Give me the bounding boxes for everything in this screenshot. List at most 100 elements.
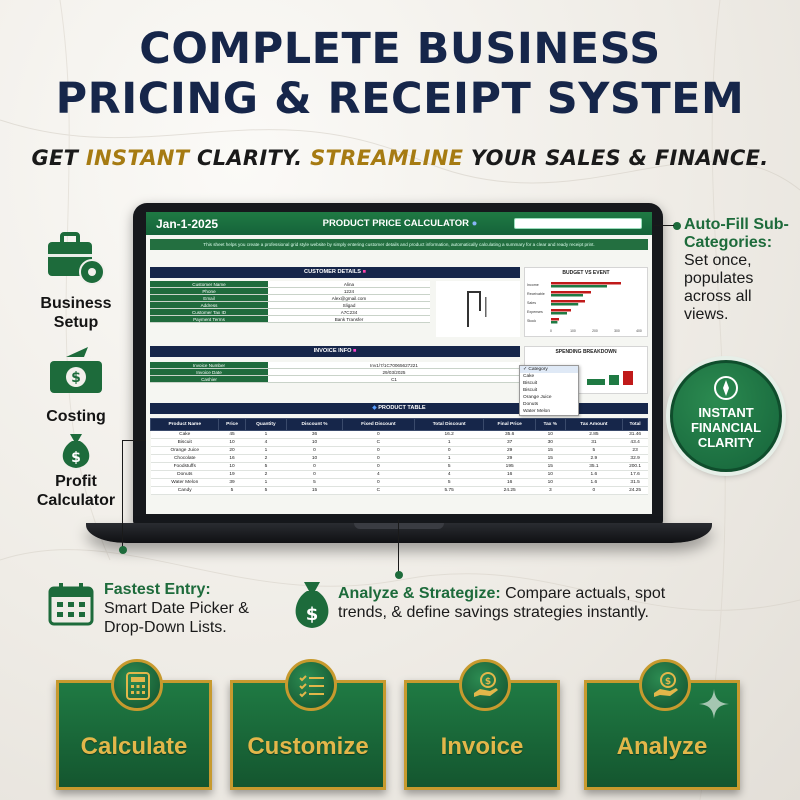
table-cell[interactable]: 15: [535, 446, 566, 455]
tile-calculate[interactable]: Calculate: [56, 659, 212, 790]
table-cell[interactable]: 10: [535, 430, 566, 439]
table-cell[interactable]: 31: [565, 438, 623, 447]
tile-customize[interactable]: Customize: [230, 659, 386, 790]
field-value[interactable]: Bank Transfer: [268, 316, 430, 322]
table-cell[interactable]: 17.6: [622, 470, 648, 479]
table-cell[interactable]: 15: [286, 486, 343, 495]
field-value[interactable]: C1: [268, 376, 520, 382]
table-cell[interactable]: 10: [286, 438, 343, 447]
dropdown-option[interactable]: Water Melon: [523, 409, 551, 414]
field-value[interactable]: Sligad: [268, 302, 430, 308]
dropdown-option[interactable]: Biscuit: [523, 381, 538, 386]
table-cell[interactable]: 1: [414, 454, 484, 463]
table-cell[interactable]: 1: [245, 478, 287, 487]
table-cell[interactable]: 35.1: [565, 462, 623, 471]
table-cell[interactable]: 10: [218, 438, 246, 447]
field-value[interactable]: Alina: [268, 281, 430, 287]
table-cell[interactable]: 16.2: [414, 430, 484, 439]
table-cell[interactable]: 20: [218, 446, 246, 455]
table-cell[interactable]: 0: [342, 454, 415, 463]
category-search-box[interactable]: [514, 218, 642, 229]
table-cell[interactable]: 195: [483, 462, 536, 471]
table-cell[interactable]: 16: [218, 454, 246, 463]
table-cell[interactable]: 0: [286, 446, 343, 455]
table-cell[interactable]: 24.25: [622, 486, 648, 495]
table-cell[interactable]: 32.9: [622, 454, 648, 463]
table-cell[interactable]: Water Melon: [150, 478, 219, 487]
table-cell[interactable]: 39: [218, 478, 246, 487]
table-cell[interactable]: 5: [414, 478, 484, 487]
table-cell[interactable]: 2.9: [565, 454, 623, 463]
column-header[interactable]: Discount %: [286, 418, 343, 431]
dropdown-option[interactable]: Orange Juice: [523, 395, 552, 400]
column-header[interactable]: Tax %: [534, 418, 566, 431]
field-value[interactable]: Alex@gmail.com: [268, 295, 430, 301]
table-cell[interactable]: 1: [245, 430, 287, 439]
table-cell[interactable]: 0: [342, 430, 415, 439]
dropdown-selected[interactable]: ✓ Category: [520, 366, 578, 373]
table-cell[interactable]: 29: [483, 454, 536, 463]
column-header[interactable]: Final Price: [483, 418, 536, 431]
table-cell[interactable]: 45: [218, 430, 246, 439]
table-cell[interactable]: 15: [535, 462, 566, 471]
table-cell[interactable]: Biscuit: [150, 438, 219, 447]
table-cell[interactable]: 10: [535, 478, 566, 487]
table-cell[interactable]: 1.6: [565, 470, 623, 479]
table-cell[interactable]: Donuts: [150, 470, 219, 479]
table-cell[interactable]: 10: [535, 470, 566, 479]
table-cell[interactable]: 5: [245, 486, 287, 495]
column-header[interactable]: Fixed Discount: [341, 418, 416, 431]
table-cell[interactable]: 30: [535, 438, 566, 447]
table-cell[interactable]: 1.6: [565, 478, 623, 487]
table-cell[interactable]: 16: [483, 470, 536, 479]
table-cell[interactable]: 10: [218, 462, 246, 471]
field-value[interactable]: A7C234: [268, 309, 430, 315]
table-cell[interactable]: 200.1: [622, 462, 648, 471]
table-cell[interactable]: 15: [535, 454, 566, 463]
table-cell[interactable]: 2: [245, 454, 287, 463]
table-cell[interactable]: 5: [414, 462, 484, 471]
table-cell[interactable]: 35.6: [483, 430, 536, 439]
column-header[interactable]: Tax Amount: [564, 418, 624, 431]
table-cell[interactable]: 5: [245, 462, 287, 471]
tile-invoice[interactable]: $ Invoice: [404, 659, 560, 790]
table-cell[interactable]: 31.46: [622, 430, 648, 439]
table-cell[interactable]: 1: [414, 438, 484, 447]
table-cell[interactable]: 0: [286, 462, 343, 471]
tile-analyze[interactable]: $ Analyze: [584, 659, 740, 790]
column-header[interactable]: Total Discount: [413, 418, 485, 431]
dropdown-option[interactable]: Cake: [523, 374, 535, 379]
table-cell[interactable]: 0: [565, 486, 623, 495]
table-cell[interactable]: 19: [218, 470, 246, 479]
table-cell[interactable]: 16: [483, 478, 536, 487]
table-cell[interactable]: C: [342, 438, 415, 447]
table-cell[interactable]: 0: [342, 462, 415, 471]
table-cell[interactable]: Candy: [150, 486, 219, 495]
table-cell[interactable]: 0: [342, 446, 415, 455]
table-cell[interactable]: 0: [342, 478, 415, 487]
column-header[interactable]: Price: [218, 418, 246, 431]
table-cell[interactable]: 31.5: [622, 478, 648, 487]
table-cell[interactable]: Chocolate: [150, 454, 219, 463]
table-cell[interactable]: 5: [286, 478, 343, 487]
column-header[interactable]: Product Name: [149, 418, 220, 431]
table-cell[interactable]: Foodstuffs: [150, 462, 219, 471]
table-cell[interactable]: 0: [414, 446, 484, 455]
table-cell[interactable]: 24.25: [483, 486, 536, 495]
table-cell[interactable]: 2: [245, 470, 287, 479]
table-cell[interactable]: 4: [245, 438, 287, 447]
table-cell[interactable]: 5: [565, 446, 623, 455]
table-cell[interactable]: 37: [483, 438, 536, 447]
table-cell[interactable]: 0: [286, 470, 343, 479]
table-cell[interactable]: Cake: [150, 430, 219, 439]
table-cell[interactable]: 2.85: [565, 430, 623, 439]
field-value[interactable]: 1224: [268, 288, 430, 294]
